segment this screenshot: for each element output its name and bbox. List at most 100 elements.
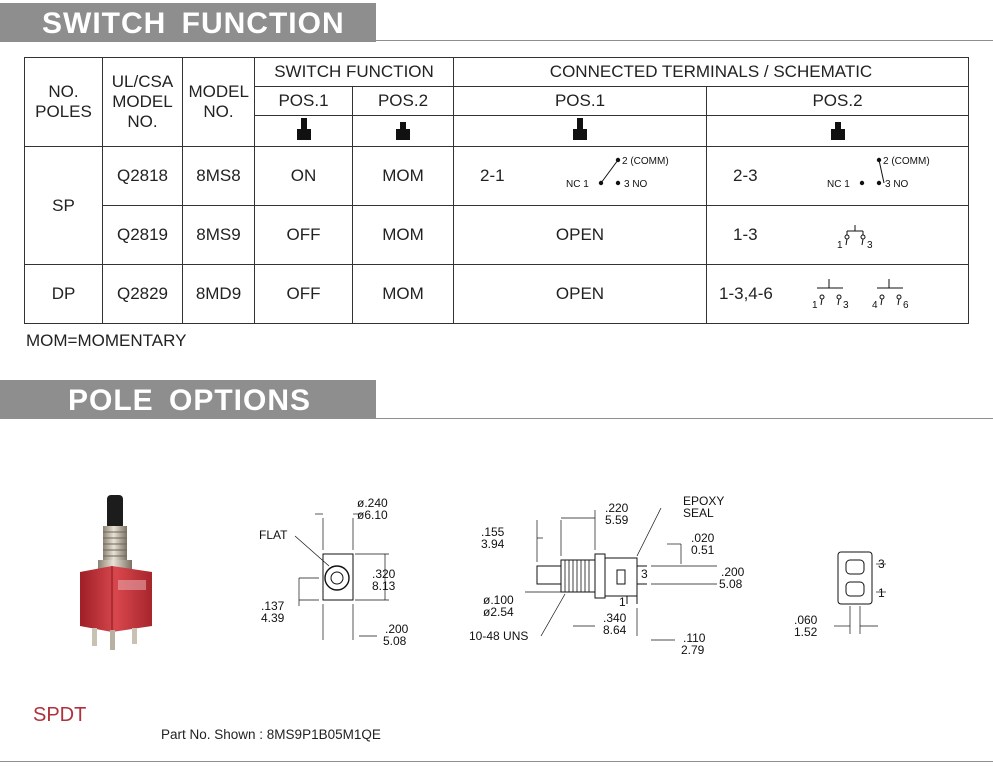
header-ul-csa: UL/CSA MODEL NO. [102,57,183,147]
svg-text:5.08: 5.08 [719,577,743,591]
cell-pos2: MOM [352,205,454,265]
spdt-schematic-mom: 2 (COMM) NC 1 3 NO [827,156,930,190]
term-text: 1-3 [733,225,758,244]
table-row: SP Q2818 8MS8 ON MOM 2-1 2 (COMM) NC 1 3… [24,146,969,265]
section-rule [376,418,993,419]
svg-text:.110: .110 [683,631,706,645]
actuator-up-icon [453,115,707,147]
spdt-label: SPDT [33,704,87,726]
svg-text:3: 3 [641,567,648,581]
svg-text:3 NO: 3 NO [624,179,648,190]
svg-text:5.59: 5.59 [605,513,629,527]
svg-text:.020: .020 [691,531,715,545]
svg-text:3: 3 [843,300,849,311]
actuator-up-icon [254,115,353,147]
header-pos2: POS.2 [706,86,969,116]
svg-text:NC 1: NC 1 [566,179,589,190]
svg-text:2.79: 2.79 [681,643,705,657]
svg-text:8.64: 8.64 [603,623,627,637]
table-row: Q2819 8MS9 OFF MOM OPEN 1-3 1 3 [25,205,969,265]
svg-text:SEAL: SEAL [683,506,714,520]
actuator-icon-row [25,115,969,147]
cell-poles: DP [24,264,103,324]
svg-text:NC 1: NC 1 [827,179,850,190]
header-switch-function: SWITCH FUNCTION [254,57,454,87]
section-title: SWITCH FUNCTION [42,7,345,40]
section-header-pole-options: POLE OPTIONS [0,380,376,419]
svg-text:.320: .320 [372,567,396,581]
cell-term1: OPEN [453,264,707,324]
cell-ul: Q2829 [102,264,183,324]
header-row: POS.1 POS.2 POS.1 POS.2 [25,86,969,116]
cell-pos2: MOM [352,146,454,206]
svg-text:ø.240: ø.240 [357,496,388,510]
cell-pos1: ON [254,146,353,206]
svg-text:1: 1 [878,586,885,600]
header-row: NO. POLES UL/CSA MODEL NO. MODEL NO. SWI… [24,57,969,147]
header-no-poles: NO. POLES [24,57,103,147]
front-view-drawing: ø.240 ø6.10 FLAT .320 8.13 .137 4.39 .20… [259,496,409,648]
footnote: MOM=MOMENTARY [26,331,187,350]
term-text: 2-3 [733,166,758,185]
svg-text:1: 1 [619,595,626,609]
section-rule [376,40,993,41]
spdt-schematic-on: 2 (COMM) NC 1 3 NO [566,156,669,190]
cell-term2: 1-3 1 3 [706,205,969,265]
svg-text:5.08: 5.08 [383,634,407,648]
cell-ul: Q2818 [102,146,183,206]
svg-text:.060: .060 [794,613,818,627]
cell-term2: 2-3 2 (COMM) NC 1 3 NO [706,146,969,206]
switch-product-image [80,495,152,650]
header-pos2: POS.2 [352,86,454,116]
svg-text:1: 1 [837,240,843,251]
dpst-schematic: 1 3 4 6 [812,279,909,311]
svg-text:ø2.54: ø2.54 [483,605,514,619]
cell-model: 8MS8 [182,146,255,206]
svg-text:.137: .137 [261,599,285,613]
section-title: POLE OPTIONS [68,384,312,417]
svg-text:.200: .200 [721,565,745,579]
cell-pos1: OFF [254,205,353,265]
svg-text:3: 3 [878,557,885,571]
svg-text:3 NO: 3 NO [885,179,909,190]
cell-pos2: MOM [352,264,454,324]
svg-text:1.52: 1.52 [794,625,818,639]
section-header-switch-function: SWITCH FUNCTION [0,3,376,42]
cell-term1: OPEN [453,205,707,265]
svg-text:ø.100: ø.100 [483,593,514,607]
header-pos1: POS.1 [453,86,707,116]
spst-schematic: 1 3 [837,225,873,251]
header-pos1: POS.1 [254,86,353,116]
svg-text:0.51: 0.51 [691,543,715,557]
svg-text:3.94: 3.94 [481,537,505,551]
switch-function-table: NO. POLES UL/CSA MODEL NO. MODEL NO. SWI… [24,57,969,324]
bottom-view-drawing: 3 1 .060 1.52 [794,551,886,639]
term-text: 1-3,4-6 [719,284,773,303]
svg-text:EPOXY: EPOXY [683,494,724,508]
svg-text:.200: .200 [385,622,409,636]
part-number-label: Part No. Shown : 8MS9P1B05M1QE [161,727,381,742]
svg-text:2 (COMM): 2 (COMM) [883,156,930,167]
table-row: DP Q2829 8MD9 OFF MOM OPEN 1-3,4-6 1 3 [24,264,969,324]
header-model-no: MODEL NO. [182,57,255,147]
bottom-rule [0,761,993,762]
svg-text:6: 6 [903,300,909,311]
term-text: 2-1 [480,166,505,185]
cell-model: 8MS9 [182,205,255,265]
side-view-drawing: 3 1 .155 3.94 .220 5.59 EPOXY SEAL .020 … [469,494,745,657]
svg-text:.155: .155 [481,525,505,539]
svg-text:4: 4 [872,300,878,311]
cell-term2: 1-3,4-6 1 3 4 6 [706,264,969,324]
svg-text:FLAT: FLAT [259,528,288,542]
svg-text:3: 3 [867,240,873,251]
svg-text:1: 1 [812,300,818,311]
svg-text:.220: .220 [605,501,629,515]
cell-term1: 2-1 2 (COMM) NC 1 3 NO [453,146,707,206]
actuator-down-icon [352,115,454,147]
svg-text:4.39: 4.39 [261,611,285,625]
cell-ul: Q2819 [102,205,183,265]
cell-pos1: OFF [254,264,353,324]
svg-text:10-48 UNS: 10-48 UNS [469,629,528,643]
svg-text:.340: .340 [603,611,627,625]
cell-model: 8MD9 [182,264,255,324]
